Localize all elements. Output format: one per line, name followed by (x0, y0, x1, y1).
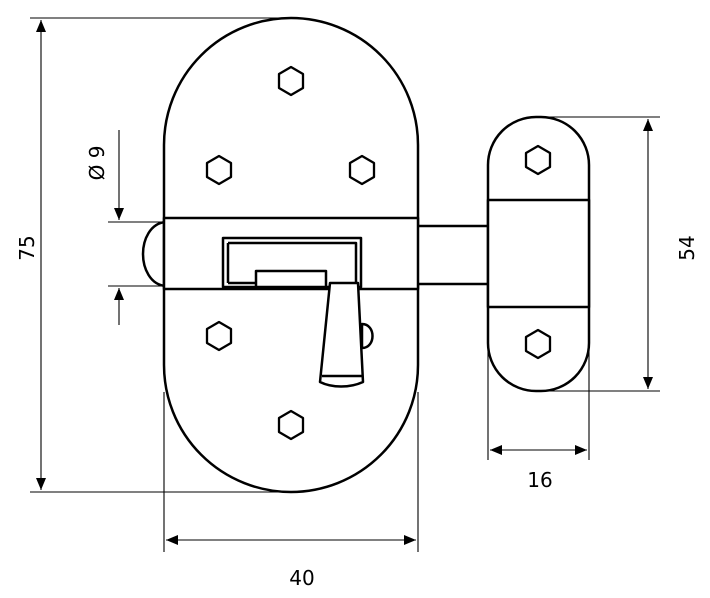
screw-hex-icon (205, 320, 233, 352)
stop-pin (360, 322, 374, 350)
keeper-screws (524, 144, 552, 360)
bolt-rod (414, 224, 492, 286)
dimension-54: 54 (535, 116, 699, 392)
dimension-16: 16 (487, 350, 590, 492)
dimension-label-54: 54 (675, 235, 699, 260)
dimension-75: 75 (15, 17, 290, 493)
bolt-handle (318, 281, 365, 388)
screw-hex-icon (277, 409, 305, 441)
screw-hex-icon (277, 65, 305, 97)
bolt-body (254, 269, 328, 289)
screw-hex-icon (524, 328, 552, 360)
keeper-housing (486, 198, 591, 309)
dimension-label-75: 75 (15, 235, 39, 260)
screw-hex-icon (524, 144, 552, 176)
screw-hex-icon (205, 154, 233, 186)
slot-left-detail (226, 243, 258, 285)
dimension-label-40: 40 (289, 566, 314, 590)
screw-hex-icon (348, 154, 376, 186)
dimension-label-diameter: Ø 9 (85, 146, 109, 181)
bolt-end-knob (141, 220, 168, 288)
plate-screws (205, 65, 376, 441)
dimension-label-16: 16 (527, 468, 552, 492)
dimension-diameter: Ø 9 (85, 130, 168, 325)
dimension-40: 40 (163, 392, 419, 590)
